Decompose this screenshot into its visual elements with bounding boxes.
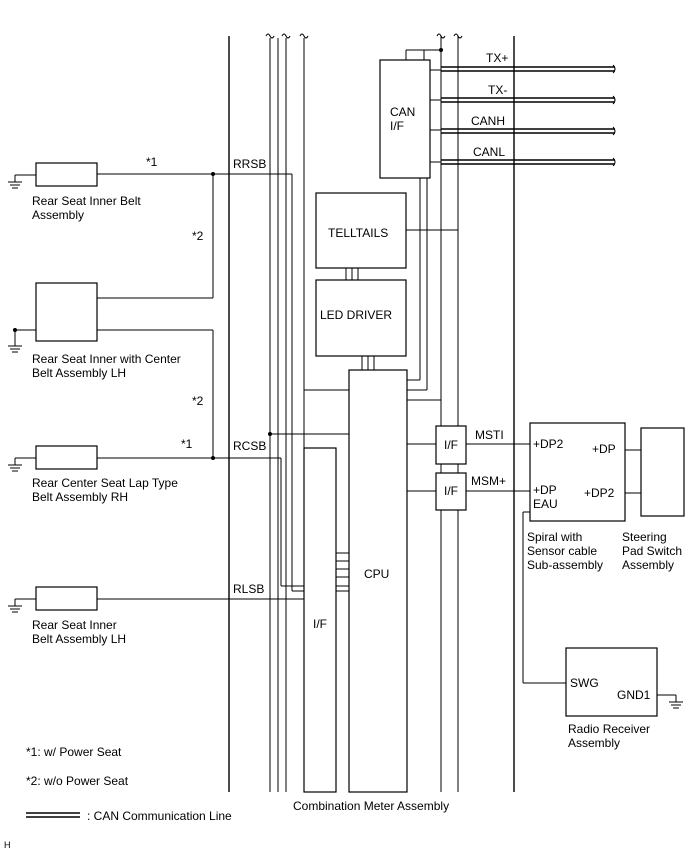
marker-2-mid: *2: [192, 394, 204, 408]
can-bus-tx-minus: [441, 97, 615, 103]
rear-center-seat-lap-label-2: Belt Assembly RH: [32, 490, 128, 504]
signal-msti: MSTI: [475, 428, 504, 442]
spiral-cable-box: [529, 422, 626, 522]
msm-if-label: I/F: [444, 484, 458, 498]
marker-1-top: *1: [146, 155, 158, 169]
msti-if-label: I/F: [444, 438, 458, 452]
note-no-power-seat: *2: w/o Power Seat: [26, 774, 129, 788]
rear-seat-inner-belt-box: [35, 162, 98, 187]
can-if-block: [379, 59, 431, 179]
break-mark-2: [281, 33, 291, 39]
signal-rlsb: RLSB: [233, 582, 264, 596]
signal-canh: CANH: [471, 114, 505, 128]
spiral-cable-label-3: Sub-assembly: [527, 558, 603, 572]
combination-meter-label: Combination Meter Assembly: [293, 799, 449, 813]
break-mark-1: [265, 33, 275, 39]
cpu-label: CPU: [364, 567, 389, 581]
ground-icon: [669, 701, 683, 709]
can-line-legend-symbol: [26, 812, 80, 818]
cpu-block: [348, 369, 408, 793]
telltails-block: [315, 192, 407, 269]
rear-seat-inner-belt-lh-box: [35, 586, 98, 611]
radio-receiver-label-2: Assembly: [568, 736, 620, 750]
marker-2-top: *2: [192, 229, 204, 243]
rear-seat-inner-belt-lh-label-2: Belt Assembly LH: [32, 632, 126, 646]
spiral-cable-label-2: Sensor cable: [527, 544, 597, 558]
can-if-label-1: CAN: [390, 105, 415, 119]
can-bus-canl: [441, 159, 615, 165]
rear-center-seat-lap-box: [35, 445, 98, 470]
signal-rcsb: RCSB: [233, 439, 266, 453]
ground-icon: [8, 464, 22, 472]
junction-dot: [439, 48, 443, 52]
steering-pad-switch-box: [640, 427, 685, 517]
ground-icon: [8, 181, 22, 189]
pin-eau: EAU: [533, 497, 558, 511]
junction-dot: [268, 432, 272, 436]
led-driver-label: LED DRIVER: [320, 308, 392, 322]
rear-center-seat-lap-label-1: Rear Center Seat Lap Type: [32, 476, 178, 490]
pin-gnd1: GND1: [617, 688, 651, 702]
can-bus-canh: [441, 128, 615, 134]
msti-if-block: [435, 425, 467, 465]
rear-seat-center-belt-label-1: Rear Seat Inner with Center: [32, 352, 181, 366]
led-driver-block: [315, 279, 407, 357]
left-if-label: I/F: [313, 617, 327, 631]
break-mark-3: [299, 33, 309, 39]
rear-seat-inner-belt-label-2: Assembly: [32, 208, 84, 222]
spiral-cable-label-1: Spiral with: [527, 530, 582, 544]
can-bus-tx-plus: [441, 66, 615, 72]
pin-dp-out: +DP: [592, 442, 616, 456]
rear-seat-center-belt-box: [35, 282, 98, 342]
pin-dp-in: +DP: [533, 483, 557, 497]
break-mark-5: [453, 33, 463, 39]
can-line-legend-label: : CAN Communication Line: [87, 809, 232, 823]
radio-receiver-label-1: Radio Receiver: [568, 722, 650, 736]
ground-icon: [8, 345, 22, 353]
break-mark-4: [436, 33, 446, 39]
left-if-block: [303, 447, 337, 793]
note-power-seat: *1: w/ Power Seat: [26, 745, 122, 759]
msm-if-block: [435, 472, 467, 511]
junction-dot: [13, 328, 17, 332]
signal-rrsb: RRSB: [233, 157, 266, 171]
pin-swg: SWG: [570, 676, 599, 690]
signal-tx-plus: TX+: [486, 51, 508, 65]
rear-seat-center-belt-label-2: Belt Assembly LH: [32, 366, 126, 380]
radio-receiver-box: [565, 647, 658, 717]
steering-pad-label-2: Pad Switch: [622, 544, 682, 558]
rear-seat-inner-belt-label-1: Rear Seat Inner Belt: [32, 194, 141, 208]
steering-pad-label-1: Steering: [622, 530, 667, 544]
marker-1-mid: *1: [181, 437, 193, 451]
signal-canl: CANL: [473, 145, 505, 159]
steering-pad-label-3: Assembly: [622, 558, 674, 572]
telltails-label: TELLTAILS: [328, 226, 388, 240]
pin-dp2-out: +DP2: [584, 486, 615, 500]
pin-dp2-in: +DP2: [533, 437, 564, 451]
can-if-label-2: I/F: [390, 119, 404, 133]
ground-icon: [8, 605, 22, 613]
signal-tx-minus: TX-: [488, 83, 507, 97]
signal-msm: MSM+: [471, 474, 506, 488]
corner-mark: H: [4, 840, 11, 850]
rear-seat-inner-belt-lh-label-1: Rear Seat Inner: [32, 618, 117, 632]
